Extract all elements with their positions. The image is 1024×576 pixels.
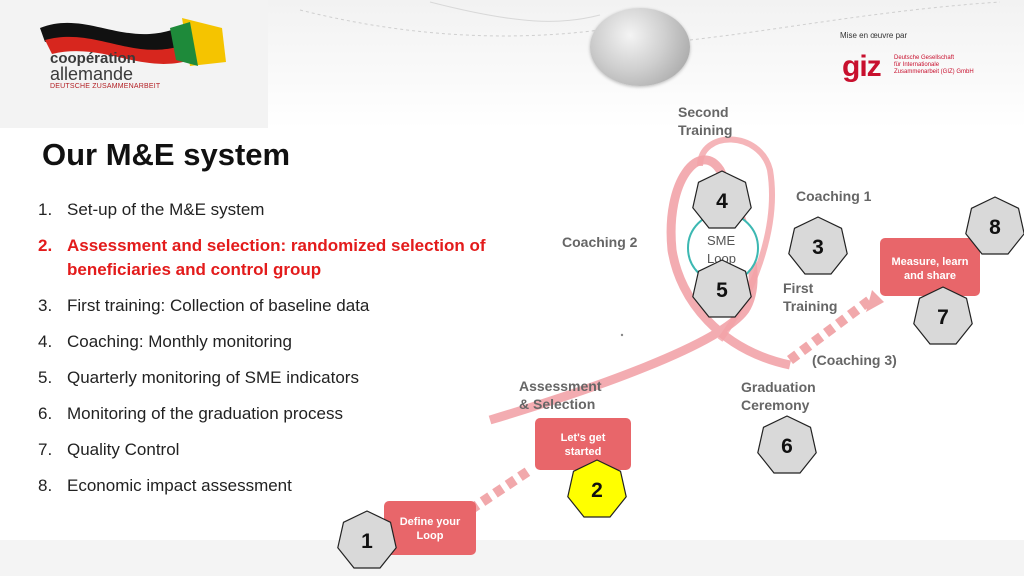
list-number: 5. (38, 368, 53, 387)
list-text: Quarterly monitoring of SME indicators (67, 368, 359, 387)
step-markers: 1 2 3 4 5 6 7 8 (337, 170, 1024, 569)
logo-line-1: coopération (50, 50, 136, 67)
arrow-dashed-1 (467, 465, 533, 515)
list-text: Assessment and selection: randomized sel… (67, 236, 486, 279)
arrow-dashed-2 (787, 296, 873, 364)
list-number: 6. (38, 404, 53, 423)
list-text: Coaching: Monthly monitoring (67, 332, 292, 351)
label-coaching-3: (Coaching 3) (812, 352, 897, 368)
step-marker-4 (692, 170, 752, 229)
list-item: 8. Economic impact assessment (38, 474, 508, 498)
arrow-head-icon (866, 290, 884, 312)
box-started-label-2: started (565, 446, 602, 458)
steps-list: 1. Set-up of the M&E system 2. Assessment … (38, 198, 508, 510)
step-marker-label: 5 (716, 279, 728, 302)
giz-name: Deutsche Gesellschaft für Internationale… (894, 55, 974, 75)
sme-loop-label-2: Loop (707, 251, 736, 266)
box-measure-label-2: and share (904, 270, 956, 282)
bottom-strip (0, 540, 1024, 576)
label-assessment-2: & Selection (519, 396, 595, 412)
list-item: 7. Quality Control (38, 438, 508, 462)
list-text: First training: Collection of baseline d… (67, 296, 370, 315)
list-number: 4. (38, 332, 53, 351)
step-marker-label: 4 (716, 190, 728, 213)
step-marker-label: 1 (361, 530, 373, 553)
header-decorative-lines (299, 1, 1001, 41)
label-coaching-1: Coaching 1 (796, 188, 872, 204)
step-marker-label: 3 (812, 236, 824, 259)
list-item: 5. Quarterly monitoring of SME indicators (38, 366, 508, 390)
logo-line-3: DEUTSCHE ZUSAMMENARBEIT (50, 83, 161, 90)
label-second-training-1: Second (678, 104, 729, 120)
box-measure-learn-share (880, 238, 980, 296)
sme-loop-label-1: SME (707, 233, 736, 248)
step-marker-2 (567, 459, 627, 518)
page-title: Our M&E system (42, 137, 291, 172)
step-marker-1 (337, 510, 397, 569)
box-define-loop (384, 501, 476, 555)
step-marker-7 (913, 286, 973, 345)
list-text: Economic impact assessment (67, 476, 292, 495)
box-define-loop-label-1: Define your (400, 516, 461, 528)
cooperation-allemande-logo: coopération allemande DEUTSCHE ZUSAMMENA… (0, 0, 268, 128)
label-first-training-1: First (783, 280, 814, 296)
label-second-training-2: Training (678, 122, 732, 138)
box-measure-label-1: Measure, learn (891, 256, 968, 268)
list-text: Monitoring of the graduation process (67, 404, 343, 423)
step-marker-label: 6 (781, 435, 793, 458)
label-graduation-1: Graduation (741, 379, 816, 395)
step-marker-label: 2 (591, 479, 603, 502)
step-marker-5 (692, 259, 752, 318)
list-item: 4. Coaching: Monthly monitoring (38, 330, 508, 354)
list-number: 8. (38, 476, 53, 495)
label-assessment-1: Assessment (519, 378, 602, 394)
giz-logo: giz (842, 50, 882, 83)
step-marker-label: 7 (937, 306, 949, 329)
label-graduation-2: Ceremony (741, 397, 810, 413)
box-define-loop-label-2: Loop (417, 530, 444, 542)
list-item: 3. First training: Collection of baseline… (38, 294, 508, 318)
list-text: Quality Control (67, 440, 180, 459)
list-number: 3. (38, 296, 53, 315)
step-marker-8 (965, 196, 1024, 255)
label-coaching-2: Coaching 2 (562, 234, 638, 250)
list-item-highlighted: 2. Assessment and selection: randomized s… (38, 234, 508, 282)
globe-icon (590, 8, 690, 86)
box-started-label-1: Let's get (561, 432, 606, 444)
box-lets-get-started (535, 418, 631, 470)
step-marker-label: 8 (989, 216, 1001, 239)
list-number: 7. (38, 440, 53, 459)
dot-mark (620, 333, 624, 337)
list-item: 6. Monitoring of the graduation process (38, 402, 508, 426)
flag-ribbon-icon (40, 18, 226, 66)
logo-line-2: allemande (50, 64, 134, 84)
list-item: 1. Set-up of the M&E system (38, 198, 508, 222)
list-number: 1. (38, 200, 53, 219)
label-first-training-2: Training (783, 298, 837, 314)
list-number: 2. (38, 236, 53, 255)
list-text: Set-up of the M&E system (67, 200, 265, 219)
step-marker-6 (757, 415, 817, 474)
implemented-by-label: Mise en œuvre par (840, 31, 908, 40)
step-marker-3 (788, 216, 848, 275)
